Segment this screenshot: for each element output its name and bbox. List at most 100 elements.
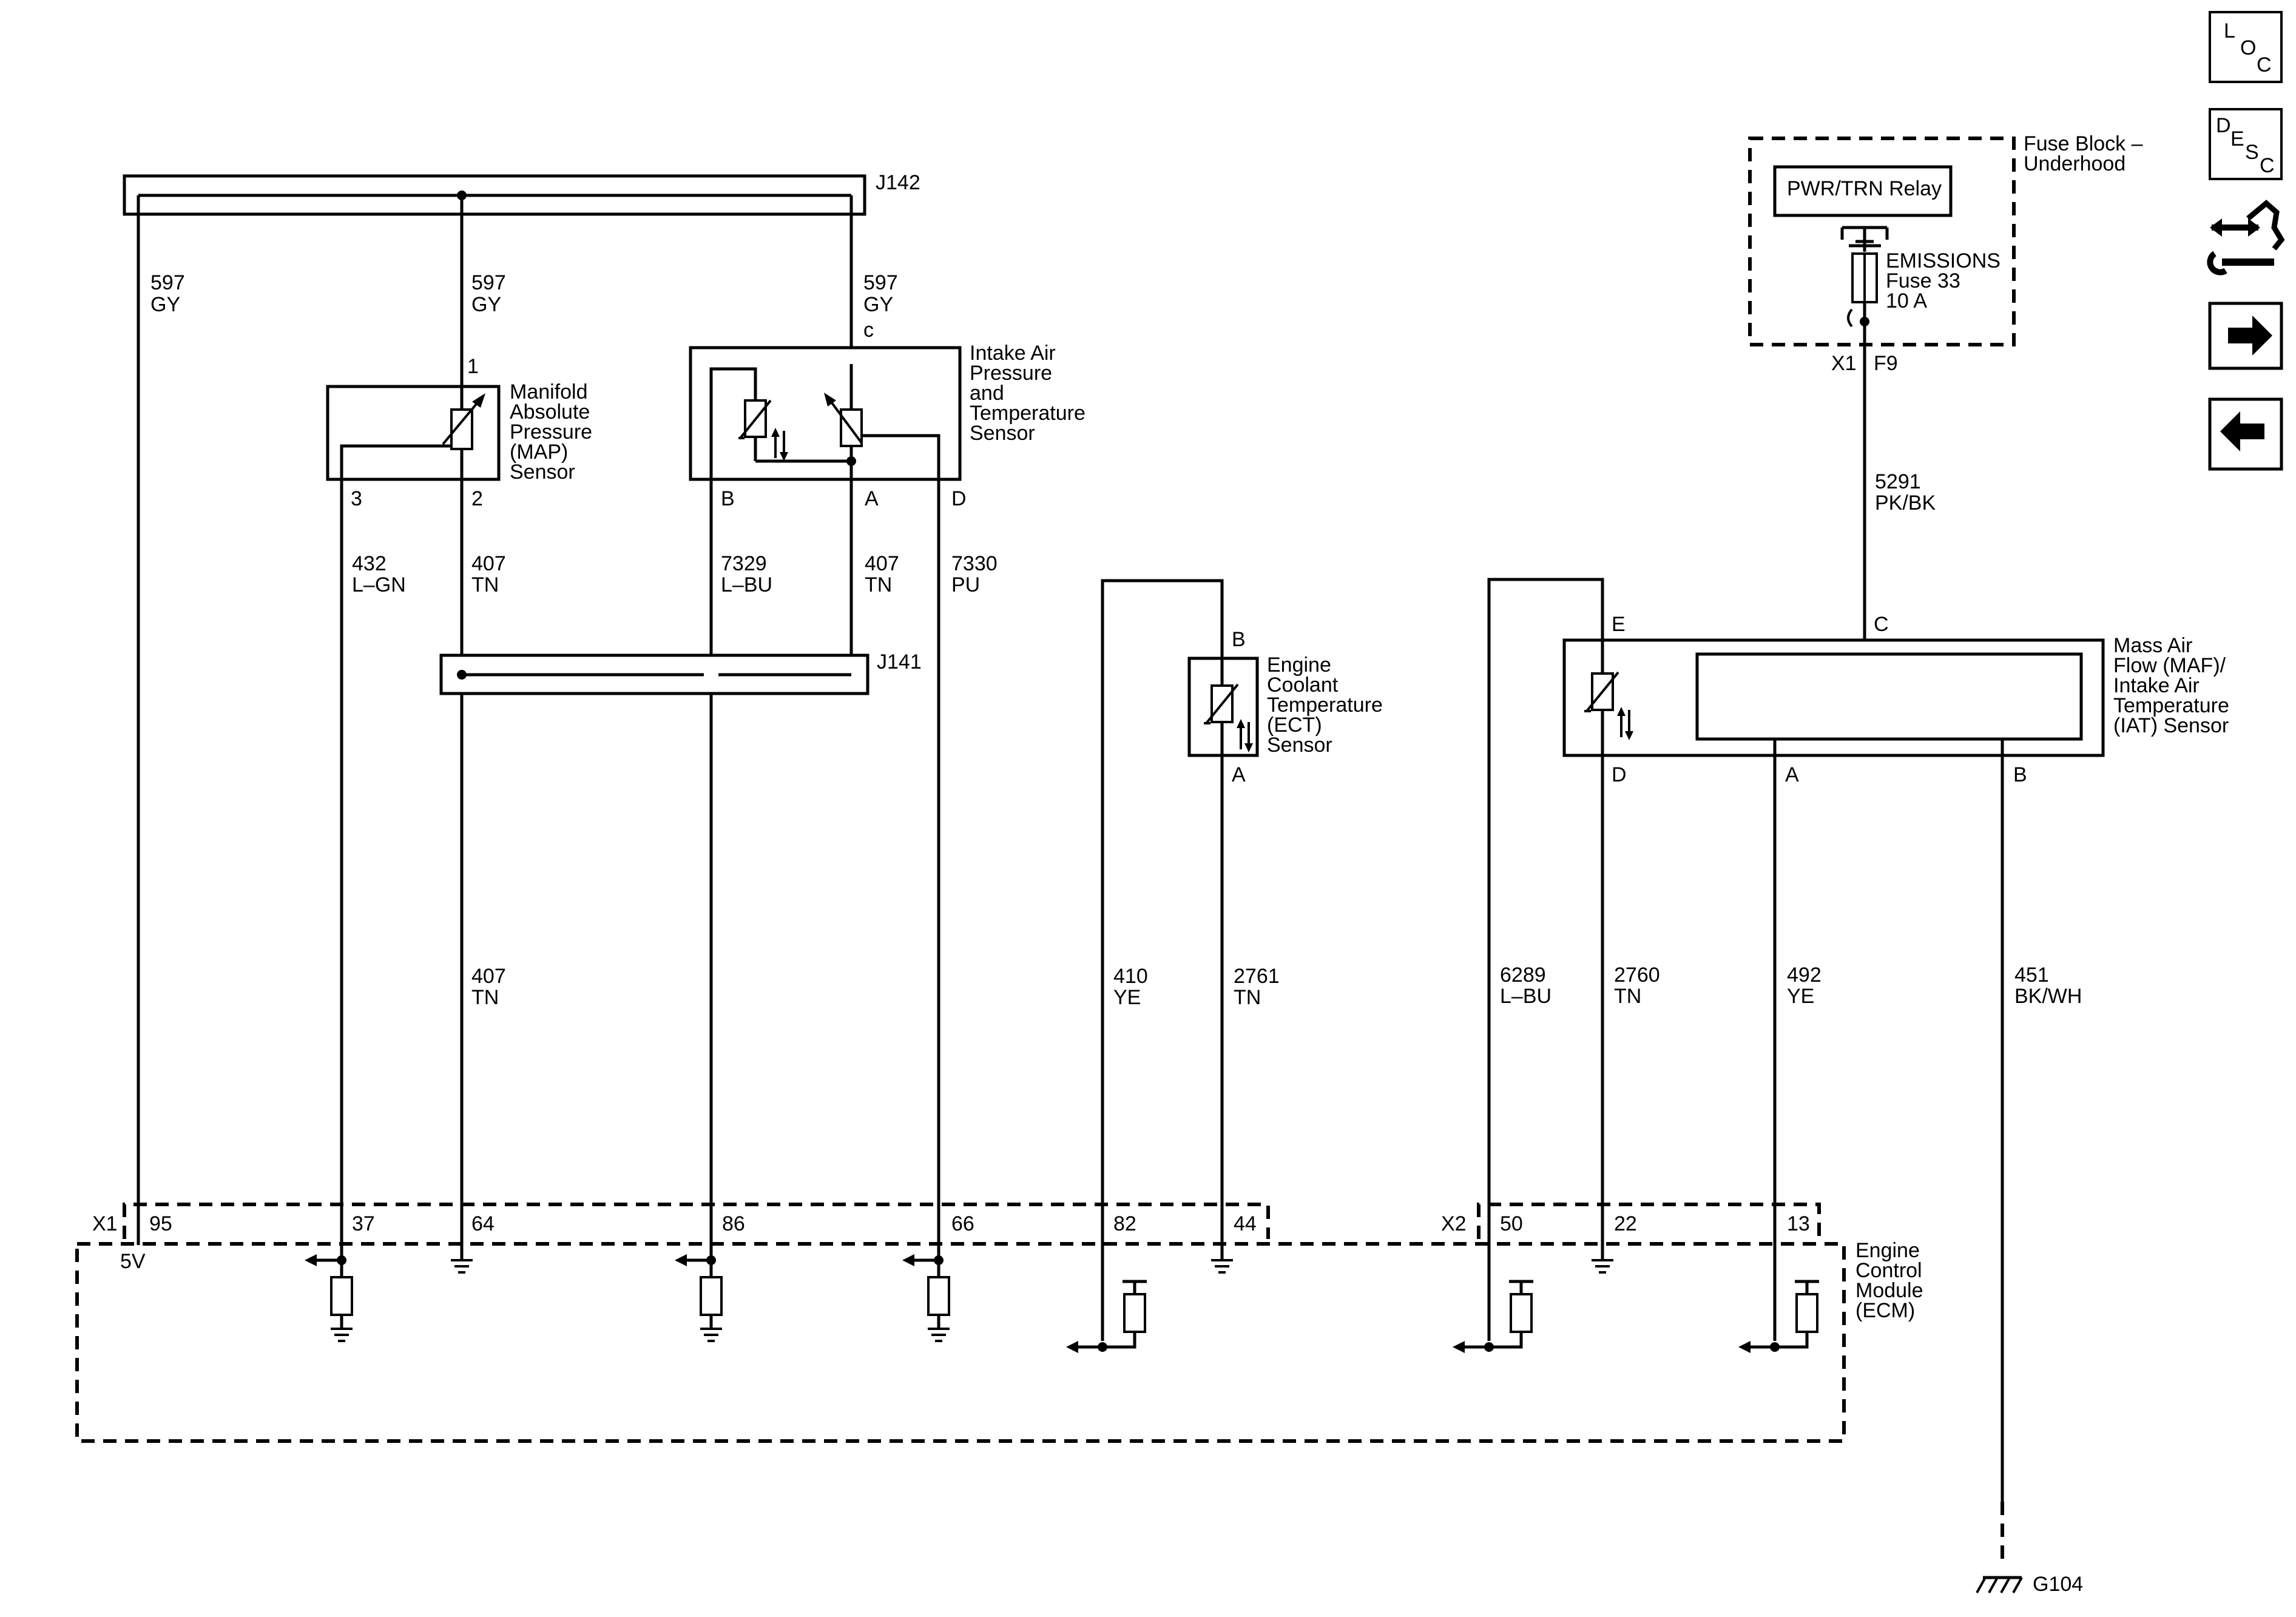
ecm-pin-66: 66 xyxy=(951,1212,974,1235)
maf-pin-a: A xyxy=(1785,763,1799,786)
ecm-name-4: (ECM) xyxy=(1855,1299,1915,1322)
desc-letter-e: E xyxy=(2230,127,2244,150)
loc-letter-c: C xyxy=(2257,53,2272,76)
ecm-pin-13: 13 xyxy=(1787,1212,1810,1235)
ecm-pin-50: 50 xyxy=(1500,1212,1523,1235)
ecm-name-1: Engine xyxy=(1855,1239,1920,1262)
iap-sensor-name-1: Intake Air xyxy=(970,342,1056,365)
wire-6289-color: L–BU xyxy=(1500,985,1551,1008)
ecm-circuit-82 xyxy=(1066,1280,1147,1353)
map-sensor-name-2: Absolute xyxy=(510,400,590,424)
map-sensor-name-5: Sensor xyxy=(510,461,575,484)
ecm-pin-37: 37 xyxy=(352,1212,375,1235)
ecm-pin-86: 86 xyxy=(722,1212,745,1235)
ecm-circuit-86 xyxy=(675,1254,723,1342)
map-pin-1: 1 xyxy=(467,355,479,378)
maf-sensor-name-4: Temperature xyxy=(2113,694,2229,717)
map-sensor-name-4: (MAP) xyxy=(510,441,568,464)
iap-sensor-name-3: and xyxy=(970,382,1004,405)
wire-2761-color: TN xyxy=(1234,986,1261,1009)
ect-sensor-name-3: Temperature xyxy=(1267,694,1383,717)
wire-407-lower-circuit: 407 xyxy=(471,965,506,988)
wire-410-circuit: 410 xyxy=(1113,965,1148,988)
ecm-x1-label: X1 xyxy=(92,1212,118,1235)
loc-button[interactable]: L O C xyxy=(2209,11,2283,83)
ecm-circuit-50 xyxy=(1453,1280,1533,1353)
wire-7329-circuit: 7329 xyxy=(721,552,767,575)
wire-492-circuit: 492 xyxy=(1787,964,1822,987)
ect-sensor-name-4: (ECT) xyxy=(1267,714,1322,737)
iap-sensor-name-2: Pressure xyxy=(970,362,1052,385)
wire-7330-circuit: 7330 xyxy=(951,552,998,575)
fuse-connector-x1: X1 xyxy=(1831,352,1857,375)
ect-sensor-name-1: Engine xyxy=(1267,653,1331,677)
j142-splice: J142 xyxy=(123,171,920,216)
wire-407-iap-circuit: 407 xyxy=(865,552,899,575)
desc-letter-c: C xyxy=(2260,154,2275,177)
map-pin-3: 3 xyxy=(351,487,362,510)
maf-sensor-name-2: Flow (MAF)/ xyxy=(2113,654,2226,677)
maf-pin-b: B xyxy=(2013,763,2027,786)
ect-sensor-name-5: Sensor xyxy=(1267,734,1332,757)
maf-sensor-name-5: (IAT) Sensor xyxy=(2113,714,2229,737)
maf-sensor-name-1: Mass Air xyxy=(2113,634,2192,657)
wire-2761-circuit: 2761 xyxy=(1234,965,1280,988)
iap-pin-b: B xyxy=(721,487,735,510)
wire-451-color: BK/WH xyxy=(2014,985,2082,1008)
fuse-pin-f9: F9 xyxy=(1874,352,1898,375)
ecm-ground-44 xyxy=(1211,1259,1233,1274)
wire-432-circuit: 432 xyxy=(352,552,387,575)
ecm-circuit-13 xyxy=(1738,1280,1819,1353)
maf-sensor: E C Mass Air Flow (MAF)/ Intake Air Temp… xyxy=(1487,578,2229,1341)
ect-sensor: B Engine Coolant Temperature (ECT) Senso… xyxy=(1101,579,1383,1341)
ecm-pin-22: 22 xyxy=(1614,1212,1637,1235)
desc-button[interactable]: D E S C xyxy=(2209,108,2283,180)
wire-2760-color: TN xyxy=(1614,985,1641,1008)
wire-597-right-circuit: 597 xyxy=(863,271,898,294)
wire-451-circuit: 451 xyxy=(2014,964,2049,987)
ecm-ground-64 xyxy=(451,1259,473,1274)
iap-pin-c: c xyxy=(863,319,874,342)
loc-letter-o: O xyxy=(2240,36,2256,59)
ecm: X1 X2 95 37 64 86 66 82 44 50 22 13 5V E… xyxy=(75,1203,1923,1443)
map-sensor-name-3: Pressure xyxy=(510,420,592,444)
x1-connector-outline xyxy=(123,1203,1270,1239)
previous-page-arrow-icon[interactable] xyxy=(2208,397,2283,471)
wire-407-map-circuit: 407 xyxy=(471,552,506,575)
maf-pin-c: C xyxy=(1874,613,1889,636)
wire-2760-circuit: 2760 xyxy=(1614,964,1660,987)
wire-5291-color: PK/BK xyxy=(1875,491,1936,515)
wire-7330-color: PU xyxy=(951,573,980,596)
ecm-pin-64: 64 xyxy=(471,1212,495,1235)
j141-splice: J141 xyxy=(439,650,922,695)
ecm-name-2: Control xyxy=(1855,1259,1922,1282)
x2-connector-outline xyxy=(1477,1203,1821,1239)
wire-7329 xyxy=(709,479,720,1259)
wire-492-color: YE xyxy=(1787,985,1814,1008)
iap-sensor: c Intake Air Pressure and Temperature Se… xyxy=(689,319,1086,510)
map-pin-2: 2 xyxy=(471,487,483,510)
iap-sensor-name-4: Temperature xyxy=(970,402,1086,425)
map-sensor: 1 Manifold Absolute Pressure (MAP) Senso… xyxy=(326,355,592,510)
iap-pin-a: A xyxy=(865,487,879,510)
wire-597-right-color: GY xyxy=(863,293,893,316)
wire-407-map-color: TN xyxy=(471,573,499,596)
desc-letter-d: D xyxy=(2216,114,2231,137)
ect-pin-b: B xyxy=(1232,628,1246,651)
connector-end-view-icon[interactable] xyxy=(2207,200,2285,275)
loc-letter-l: L xyxy=(2224,19,2235,42)
ecm-pin-44: 44 xyxy=(1234,1212,1257,1235)
maf-sensor-name-3: Intake Air xyxy=(2113,674,2200,697)
next-page-arrow-icon[interactable] xyxy=(2208,302,2283,370)
ecm-pin-82: 82 xyxy=(1113,1212,1136,1235)
ecm-ground-22 xyxy=(1592,1259,1613,1274)
ecm-5v-label: 5V xyxy=(120,1250,146,1273)
desc-letter-s: S xyxy=(2245,141,2259,164)
ecm-pin-95: 95 xyxy=(149,1212,172,1235)
iap-sensor-name-5: Sensor xyxy=(970,422,1035,445)
wire-597-mid-circuit: 597 xyxy=(471,271,506,294)
relay-label: PWR/TRN Relay xyxy=(1787,177,1942,200)
wire-410-color: YE xyxy=(1113,986,1141,1009)
fuse-block-name-1: Fuse Block – xyxy=(2024,132,2143,155)
ecm-circuit-66 xyxy=(902,1254,950,1342)
